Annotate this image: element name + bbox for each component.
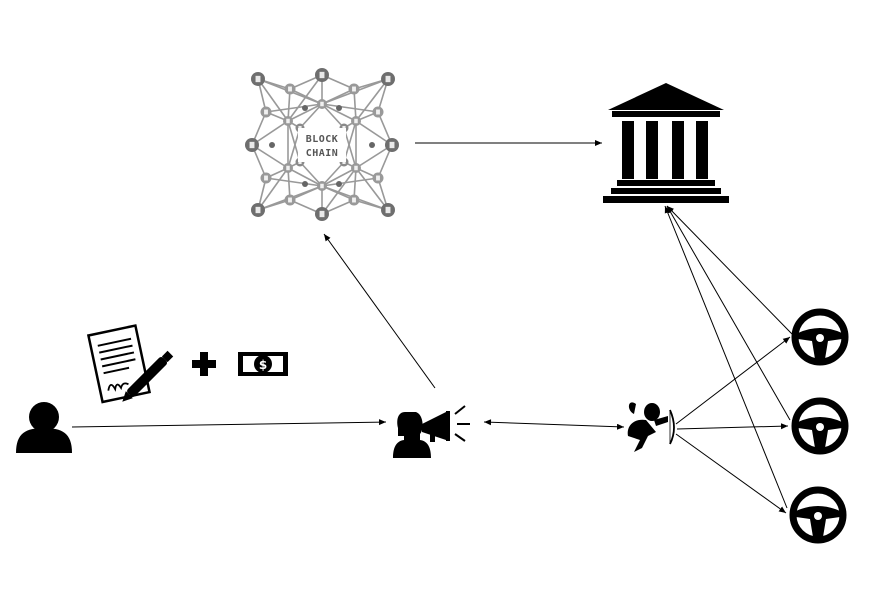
blockchain-label-line2: CHAIN <box>306 148 339 159</box>
blockchain-label-line1: BLOCK <box>306 134 339 145</box>
signed-contract-icon <box>86 324 174 404</box>
user-icon <box>16 402 72 453</box>
edge-driver3-to-institution <box>664 205 788 509</box>
edges <box>71 140 793 514</box>
cupid-icon <box>627 402 675 452</box>
edge-cupid-to-driver2 <box>676 423 789 430</box>
steering-wheel-icon <box>791 397 849 455</box>
blockchain-network-icon: BLOCK CHAIN <box>245 68 399 221</box>
edge-driver1-to-institution <box>666 205 793 335</box>
bank-building-icon <box>603 83 729 203</box>
edge-cupid-to-driver3 <box>675 433 787 514</box>
svg-text:$: $ <box>259 358 267 372</box>
edge-user-to-announcer <box>71 419 387 428</box>
dollar-bill-icon: $ <box>238 352 288 376</box>
steering-wheel-icon <box>791 308 849 366</box>
steering-wheel-icon <box>789 486 847 544</box>
edge-driver2-to-institution <box>666 205 791 421</box>
edge-announcer-to-blockchain <box>323 233 436 389</box>
edge-announcer-cupid <box>483 419 625 430</box>
plus-icon <box>192 352 216 376</box>
edge-cupid-to-driver1 <box>675 336 791 425</box>
megaphone-person-icon <box>393 405 470 458</box>
